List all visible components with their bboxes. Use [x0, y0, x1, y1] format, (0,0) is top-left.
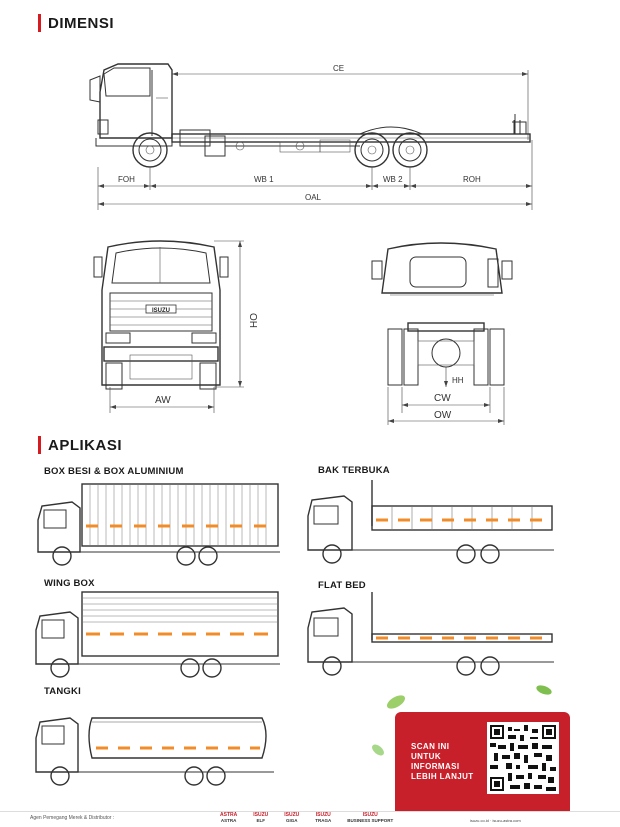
app-label-tangki: TANGKI: [44, 686, 81, 697]
dim-wb2-label: WB 2: [383, 175, 403, 184]
aplikasi-header: APLIKASI: [38, 436, 122, 454]
truck-wing-box: [35, 591, 280, 678]
dimensi-title: DIMENSI: [48, 14, 115, 32]
qr-line-4: LEBIH LANJUT: [411, 772, 474, 781]
truck-tangki: [35, 717, 274, 786]
dim-ce-label: CE: [333, 64, 344, 73]
app-label-bak-terbuka: BAK TERBUKA: [318, 465, 390, 476]
dim-wb1-label: WB 1: [254, 175, 274, 184]
rear-wheel-2: [392, 132, 428, 168]
app-label-box: BOX BESI & BOX ALUMINIUM: [44, 466, 184, 477]
footer-divider: [0, 811, 620, 812]
accent-bar: [38, 14, 41, 32]
dim-hh-label: HH: [452, 376, 464, 385]
qr-line-3: INFORMASI: [411, 762, 460, 771]
qr-card[interactable]: SCAN INI UNTUK INFORMASI LEBIH LANJUT: [395, 712, 570, 811]
front-wheel: [132, 132, 168, 168]
qr-line-2: UNTUK: [411, 752, 441, 761]
front-view-drawing: ISUZU OH AW: [93, 240, 258, 413]
truck-flat-bed: [307, 592, 554, 676]
aplikasi-title: APLIKASI: [48, 436, 123, 454]
dim-ow-label: OW: [434, 410, 452, 421]
dim-oal-label: OAL: [305, 193, 322, 202]
app-label-flat-bed: FLAT BED: [318, 580, 366, 591]
dim-cw-label: CW: [434, 393, 451, 404]
front-grille-badge: ISUZU: [152, 308, 170, 314]
side-view-drawing: CE FOH WB 1: [89, 63, 533, 210]
rear-wheel-1: [354, 132, 390, 168]
dim-oh-label: OH: [247, 313, 258, 328]
truck-bak-terbuka: [307, 480, 554, 564]
app-label-wing-box: WING BOX: [44, 578, 95, 589]
rear-view-drawing: HH CW OW: [371, 242, 513, 425]
dimensi-header: DIMENSI: [38, 14, 114, 32]
truck-box: [37, 483, 280, 566]
dim-roh-label: ROH: [463, 175, 481, 184]
accent-bar-2: [38, 436, 41, 454]
qr-caption: SCAN INI UNTUK INFORMASI LEBIH LANJUT: [411, 742, 474, 782]
dim-aw-label: AW: [155, 395, 171, 406]
footer-socials[interactable]: isuzu.co.id · isuzu-astra.com: [470, 818, 521, 823]
footer-distributor: Agen Pemegang Merek & Distributor :: [30, 815, 115, 821]
qr-line-1: SCAN INI: [411, 742, 450, 751]
qr-code[interactable]: [487, 722, 559, 794]
dim-foh-label: FOH: [118, 175, 135, 184]
